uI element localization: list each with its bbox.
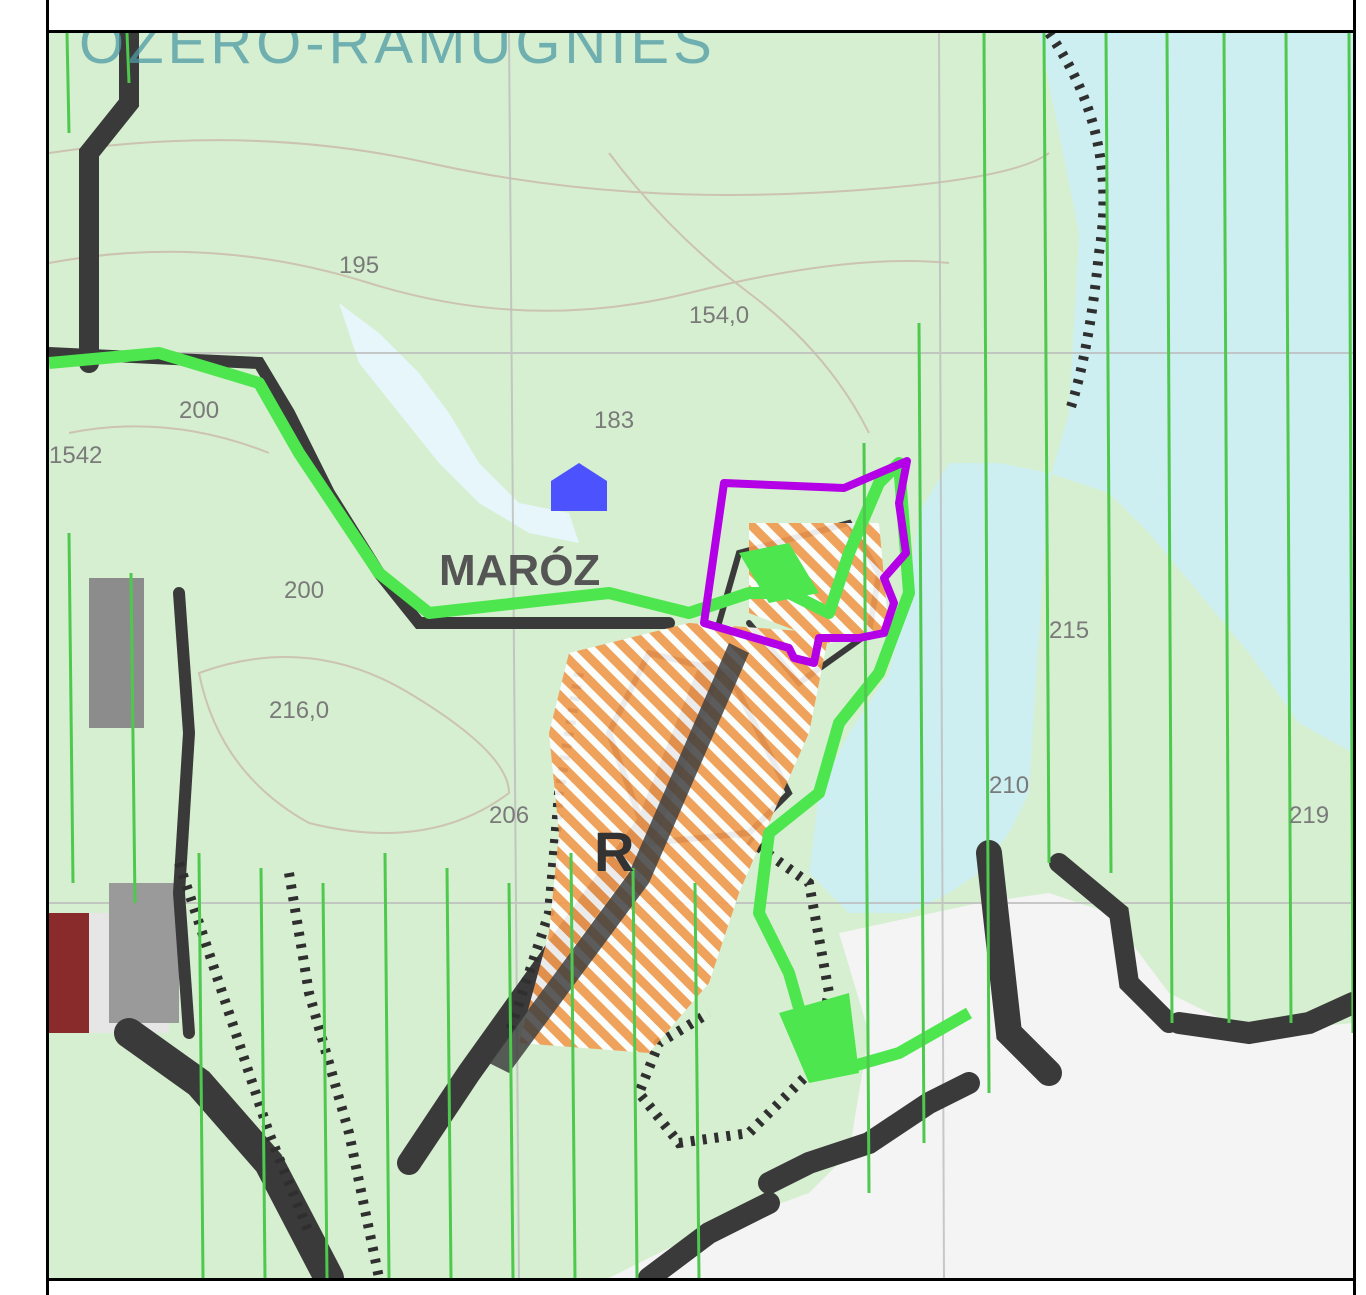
survey-line <box>125 33 131 84</box>
place-label: MARÓZ <box>439 545 600 595</box>
spot-height-label: 210 <box>989 772 1029 799</box>
top-border <box>46 30 1356 33</box>
survey-line <box>129 572 137 904</box>
spot-height-label: 183 <box>594 407 634 434</box>
survey-line <box>569 852 577 1278</box>
red-marking <box>49 913 89 1033</box>
survey-line <box>197 852 205 1278</box>
spot-height-label: 200 <box>179 397 219 424</box>
survey-line <box>1347 33 1353 1034</box>
spot-height-label: 215 <box>1049 617 1089 644</box>
survey-line <box>67 532 75 884</box>
banner-label: OZERO-RAMUGNIES <box>79 33 716 76</box>
survey-line <box>693 882 701 1278</box>
green-fill-patch <box>779 993 859 1083</box>
survey-line <box>321 882 329 1278</box>
map-frame <box>46 0 1356 1295</box>
purple-parcel-outline[interactable] <box>700 457 911 667</box>
survey-line <box>507 882 515 1278</box>
survey-line <box>383 852 391 1278</box>
survey-line <box>445 867 453 1278</box>
spot-height-label: 195 <box>339 252 379 279</box>
blue-pentagon-marker[interactable] <box>551 463 607 511</box>
survey-line <box>982 33 991 1094</box>
spot-height-label: 154,0 <box>689 302 749 329</box>
marker-label: R <box>594 820 634 883</box>
spot-height-label: 1542 <box>49 442 102 469</box>
bottom-border <box>46 1278 1356 1281</box>
survey-line <box>1042 33 1051 864</box>
spot-heights: 195 154,0 200 1542 183 200 216,0 215 210 206 219 <box>49 252 1329 829</box>
survey-line <box>1222 33 1231 1024</box>
survey-line <box>631 867 639 1278</box>
water-body <box>809 33 1353 913</box>
runway-strip <box>489 643 749 1073</box>
spot-height-label: 206 <box>489 802 529 829</box>
grid-lines <box>49 33 1353 1278</box>
map-canvas[interactable]: OZERO-RAMUGNIES MARÓZ R 195154,020015421… <box>49 33 1353 1278</box>
gray-building <box>89 578 144 728</box>
survey-line <box>862 442 871 1194</box>
spot-height-label: 219 <box>1289 802 1329 829</box>
urban-area <box>609 893 1353 1278</box>
green-fill-patch <box>739 543 819 603</box>
survey-line <box>1284 33 1293 1024</box>
spot-height-label: 216,0 <box>269 697 329 724</box>
vertical-survey-lines <box>65 33 1353 1278</box>
spot-height-label: 200 <box>284 577 324 604</box>
survey-line <box>917 322 926 1144</box>
gray-building <box>109 883 179 1023</box>
survey-line <box>1165 33 1174 1024</box>
survey-line <box>65 33 71 134</box>
water-inlet <box>339 303 579 543</box>
survey-line <box>259 867 267 1278</box>
survey-line <box>1104 33 1113 874</box>
